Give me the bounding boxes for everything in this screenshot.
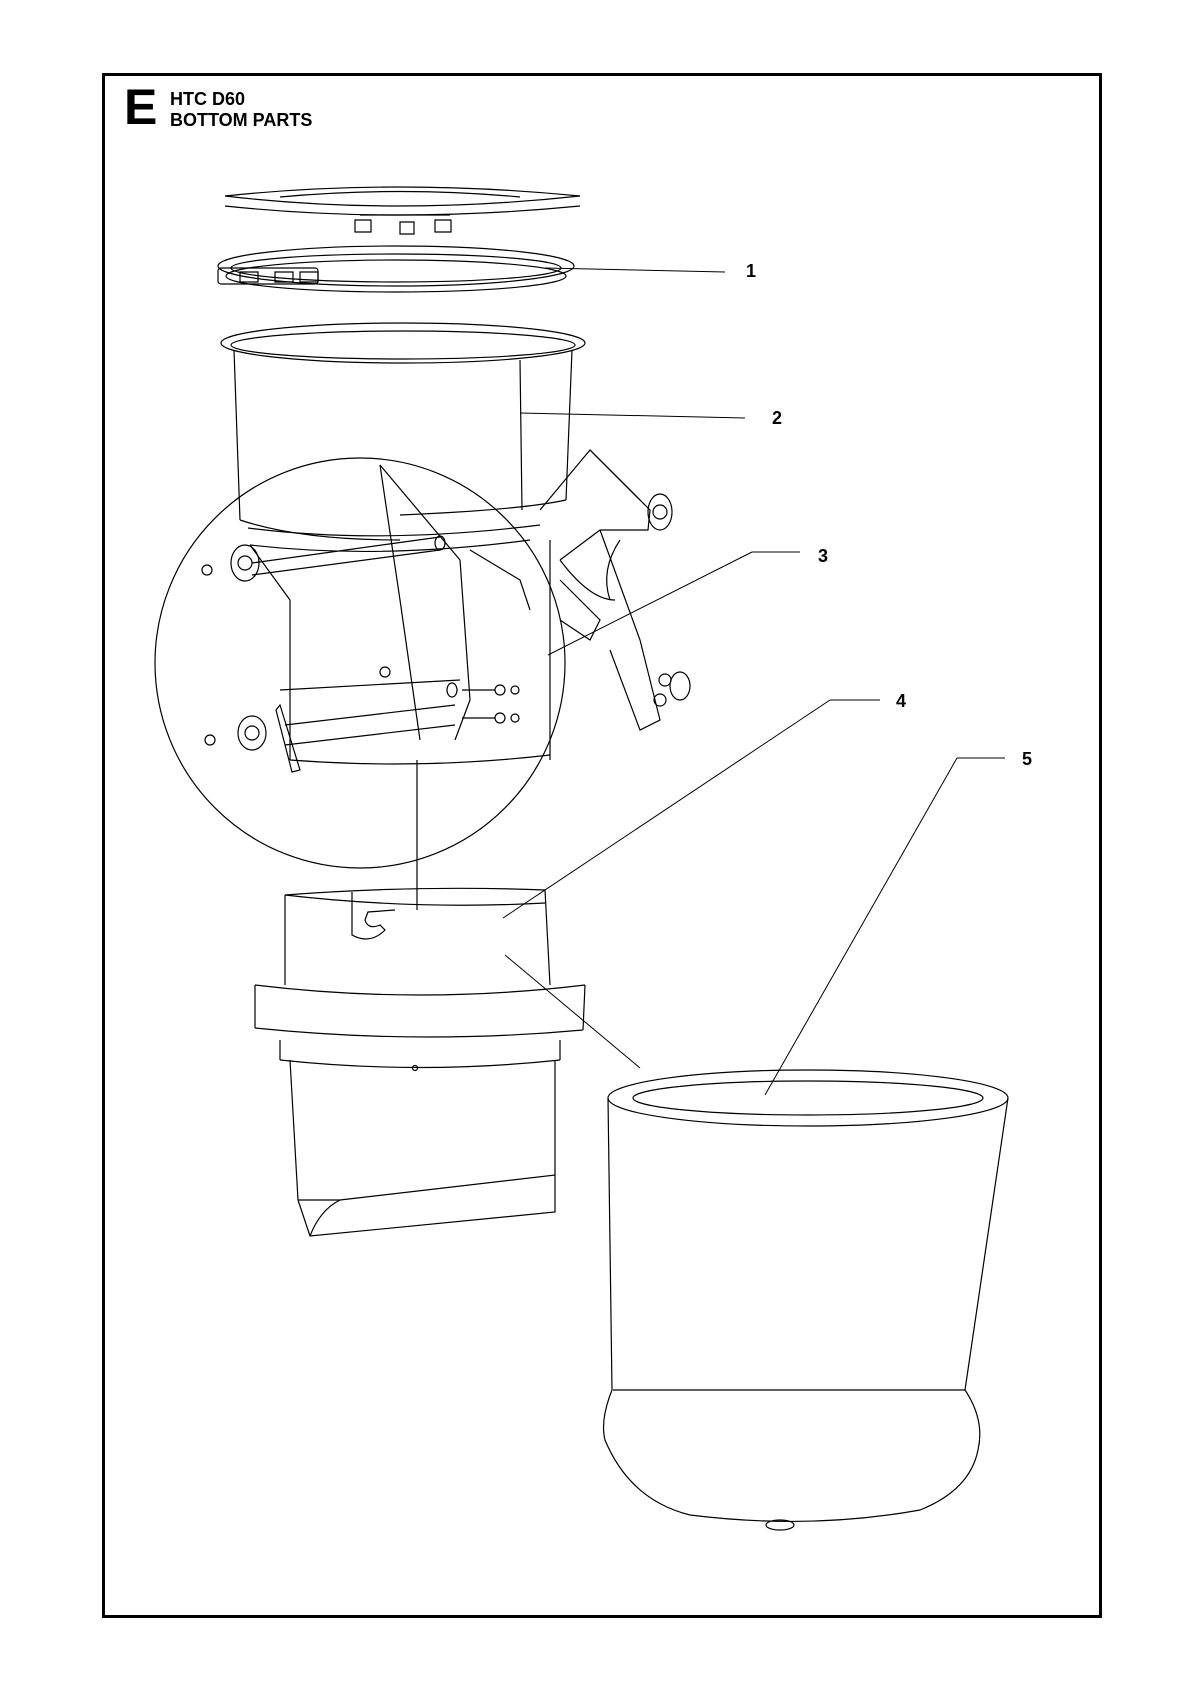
leader-lines: [503, 268, 1005, 1095]
leader-line-2: [520, 413, 745, 418]
leader-line-1: [545, 268, 725, 272]
callout-1: 1: [746, 261, 757, 281]
callout-5: 5: [1022, 749, 1033, 769]
part-2-container-drum: [221, 323, 690, 730]
top-lid: [225, 187, 580, 234]
section-letter: E: [124, 79, 158, 135]
leader-line-5: [765, 758, 957, 1095]
part-1-clamp-ring: [218, 246, 574, 292]
page-frame: [102, 73, 1102, 1618]
section-subtitle: BOTTOM PARTS: [170, 110, 313, 130]
leader-line-4: [503, 700, 830, 918]
leader-line-3: [548, 552, 752, 655]
part-5-dust-container: [604, 1070, 1008, 1530]
model-title: HTC D60: [170, 89, 246, 109]
part-4-separator-funnel: [255, 888, 585, 1236]
callout-4: 4: [896, 691, 907, 711]
callout-2: 2: [772, 408, 783, 428]
callout-3: 3: [818, 546, 829, 566]
leader-line-4-secondary: [505, 955, 640, 1068]
part-3-detail-circle: [155, 458, 600, 868]
